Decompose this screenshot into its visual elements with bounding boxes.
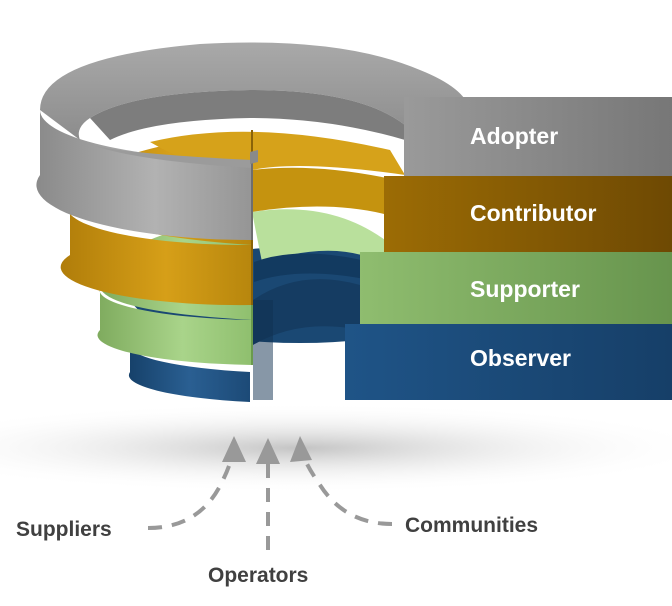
suppliers-arrow-line — [147, 454, 234, 530]
source-label-communities: Communities — [405, 514, 539, 537]
tier-label-contributor: Contributor — [470, 200, 597, 226]
floor-shadow — [0, 403, 672, 493]
source-label-operators: Operators — [208, 564, 309, 587]
suppliers-arrowhead — [222, 436, 246, 462]
communities-arrow-line — [301, 454, 393, 526]
communities-arrowhead — [290, 436, 312, 462]
source-label-suppliers: Suppliers — [16, 518, 112, 541]
operators-arrowhead — [256, 438, 280, 464]
supporter-bar — [360, 252, 672, 324]
tier-label-observer: Observer — [470, 345, 572, 371]
adopter-bar — [404, 97, 672, 176]
observer-bar — [345, 324, 672, 400]
contributor-bar — [384, 176, 672, 252]
tier-label-adopter: Adopter — [470, 123, 559, 149]
adopter-ring — [36, 42, 470, 241]
tier-label-supporter: Supporter — [470, 276, 580, 302]
